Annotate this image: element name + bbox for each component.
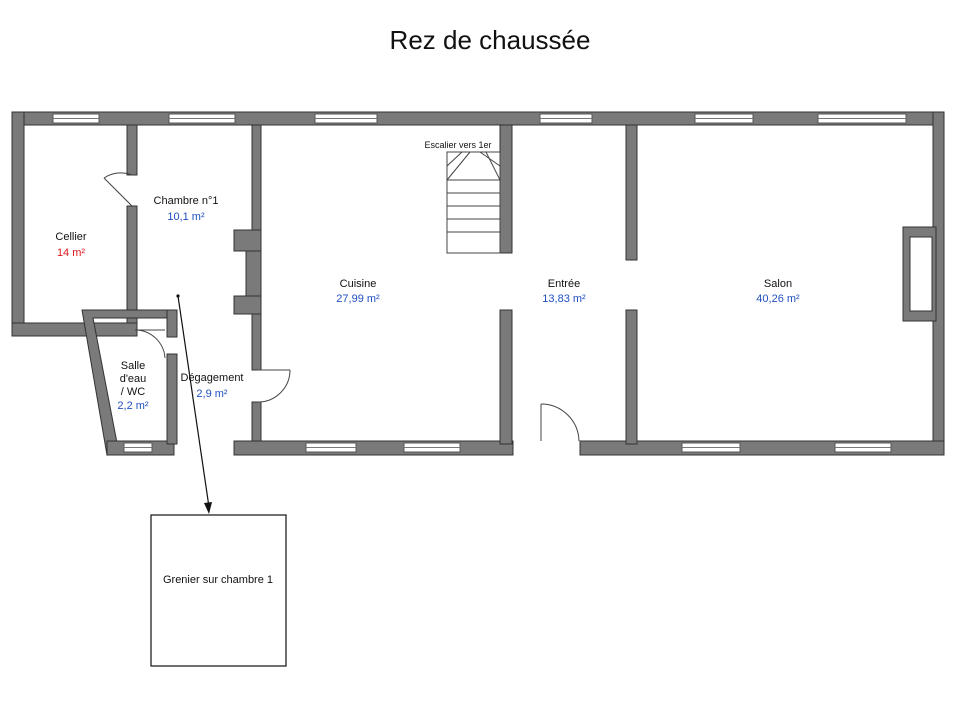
cellier-name: Cellier (55, 231, 87, 243)
salon-name: Salon (764, 278, 792, 290)
doors (103, 172, 580, 442)
stairs-label: Escalier vers 1er (424, 140, 491, 150)
grenier-arrow-head (204, 502, 212, 514)
salon-fireplace (909, 236, 933, 312)
grenier-arrow (177, 295, 210, 508)
degagement-area: 2,9 m² (196, 388, 228, 400)
entree-area: 13,83 m² (542, 293, 586, 305)
grenier-label: Grenier sur chambre 1 (163, 574, 273, 586)
grenier-arrow-start (176, 294, 180, 298)
walls (11, 111, 945, 456)
cuisine-name: Cuisine (340, 278, 377, 290)
degagement-name: Dégagement (181, 372, 244, 384)
salle-eau-name-line3: / WC (121, 386, 145, 398)
salle-eau-name-line1: Salle (121, 360, 145, 372)
salle-eau-area: 2,2 m² (117, 400, 149, 412)
salon-area: 40,26 m² (756, 293, 800, 305)
plan-title: Rez de chaussée (390, 25, 591, 55)
chambre1-name: Chambre n°1 (154, 195, 219, 207)
chambre1-area: 10,1 m² (167, 211, 205, 223)
cellier-area: 14 m² (57, 247, 85, 259)
grenier-box (150, 514, 287, 667)
salle-eau-name-line2: d'eau (120, 373, 147, 385)
staircase (446, 151, 501, 254)
cuisine-area: 27,99 m² (336, 293, 380, 305)
windows (52, 113, 907, 453)
entree-name: Entrée (548, 278, 580, 290)
